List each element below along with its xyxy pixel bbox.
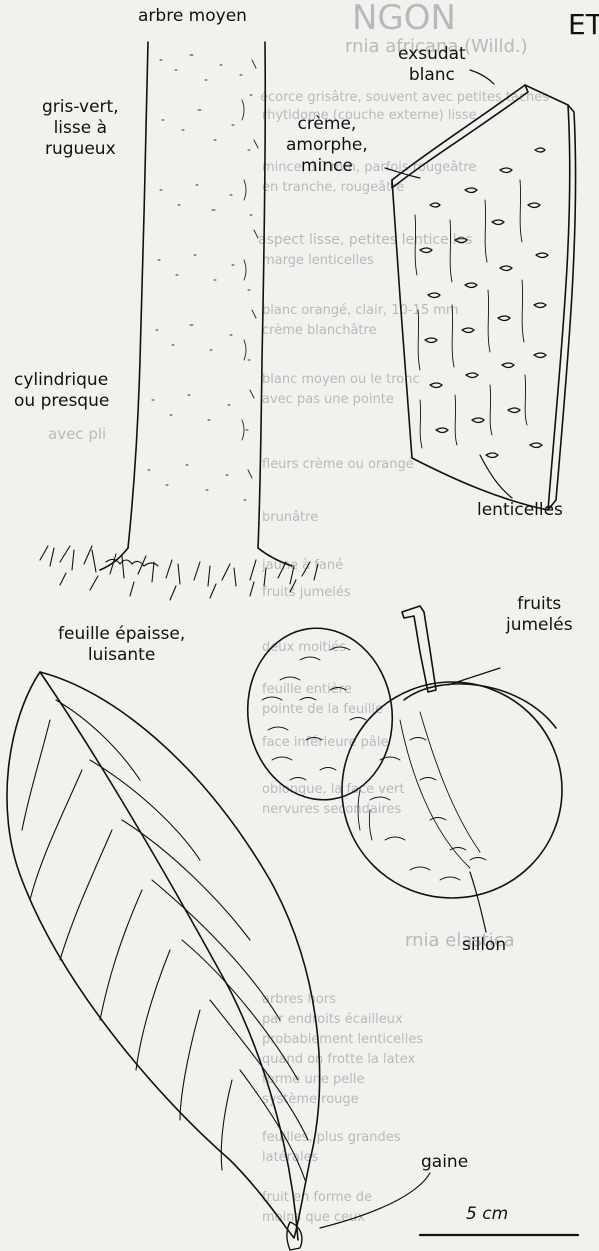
label-fruits: fruits jumelés	[506, 594, 573, 636]
label-gris-vert-line: gris-vert,	[42, 97, 119, 118]
label-sillon: sillon	[462, 935, 506, 956]
label-exsudat: exsudat blanc	[398, 44, 466, 86]
twin-fruits	[237, 606, 562, 898]
label-creme-line: crème,	[286, 114, 368, 135]
label-cylindrique: cylindrique ou presque	[14, 370, 109, 412]
label-fruits-line: fruits	[506, 594, 573, 615]
label-creme-line: amorphe,	[286, 135, 368, 156]
scale-label: 5 cm	[466, 1204, 508, 1225]
label-creme-line: mince	[286, 156, 368, 177]
label-lenticelles: lenticelles	[477, 500, 563, 521]
label-creme: crème, amorphe, mince	[286, 114, 368, 177]
label-feuille-line: luisante	[58, 645, 185, 666]
label-feuille-line: feuille épaisse,	[58, 624, 185, 645]
label-gris-vert-line: lisse à	[42, 118, 119, 139]
label-gaine: gaine	[421, 1152, 468, 1173]
label-feuille: feuille épaisse, luisante	[58, 624, 185, 666]
label-cylindrique-line: cylindrique	[14, 370, 109, 391]
label-gris-vert: gris-vert, lisse à rugueux	[42, 97, 119, 160]
label-cylindrique-line: ou presque	[14, 391, 109, 412]
bark-slab	[392, 85, 576, 510]
label-exsudat-line: exsudat	[398, 44, 466, 65]
corner-text: ET	[568, 8, 599, 41]
label-arbre-moyen: arbre moyen	[138, 6, 247, 27]
label-gris-vert-line: rugueux	[42, 139, 119, 160]
label-exsudat-line: blanc	[398, 65, 466, 86]
leaf	[7, 672, 320, 1250]
label-fruits-line: jumelés	[506, 615, 573, 636]
